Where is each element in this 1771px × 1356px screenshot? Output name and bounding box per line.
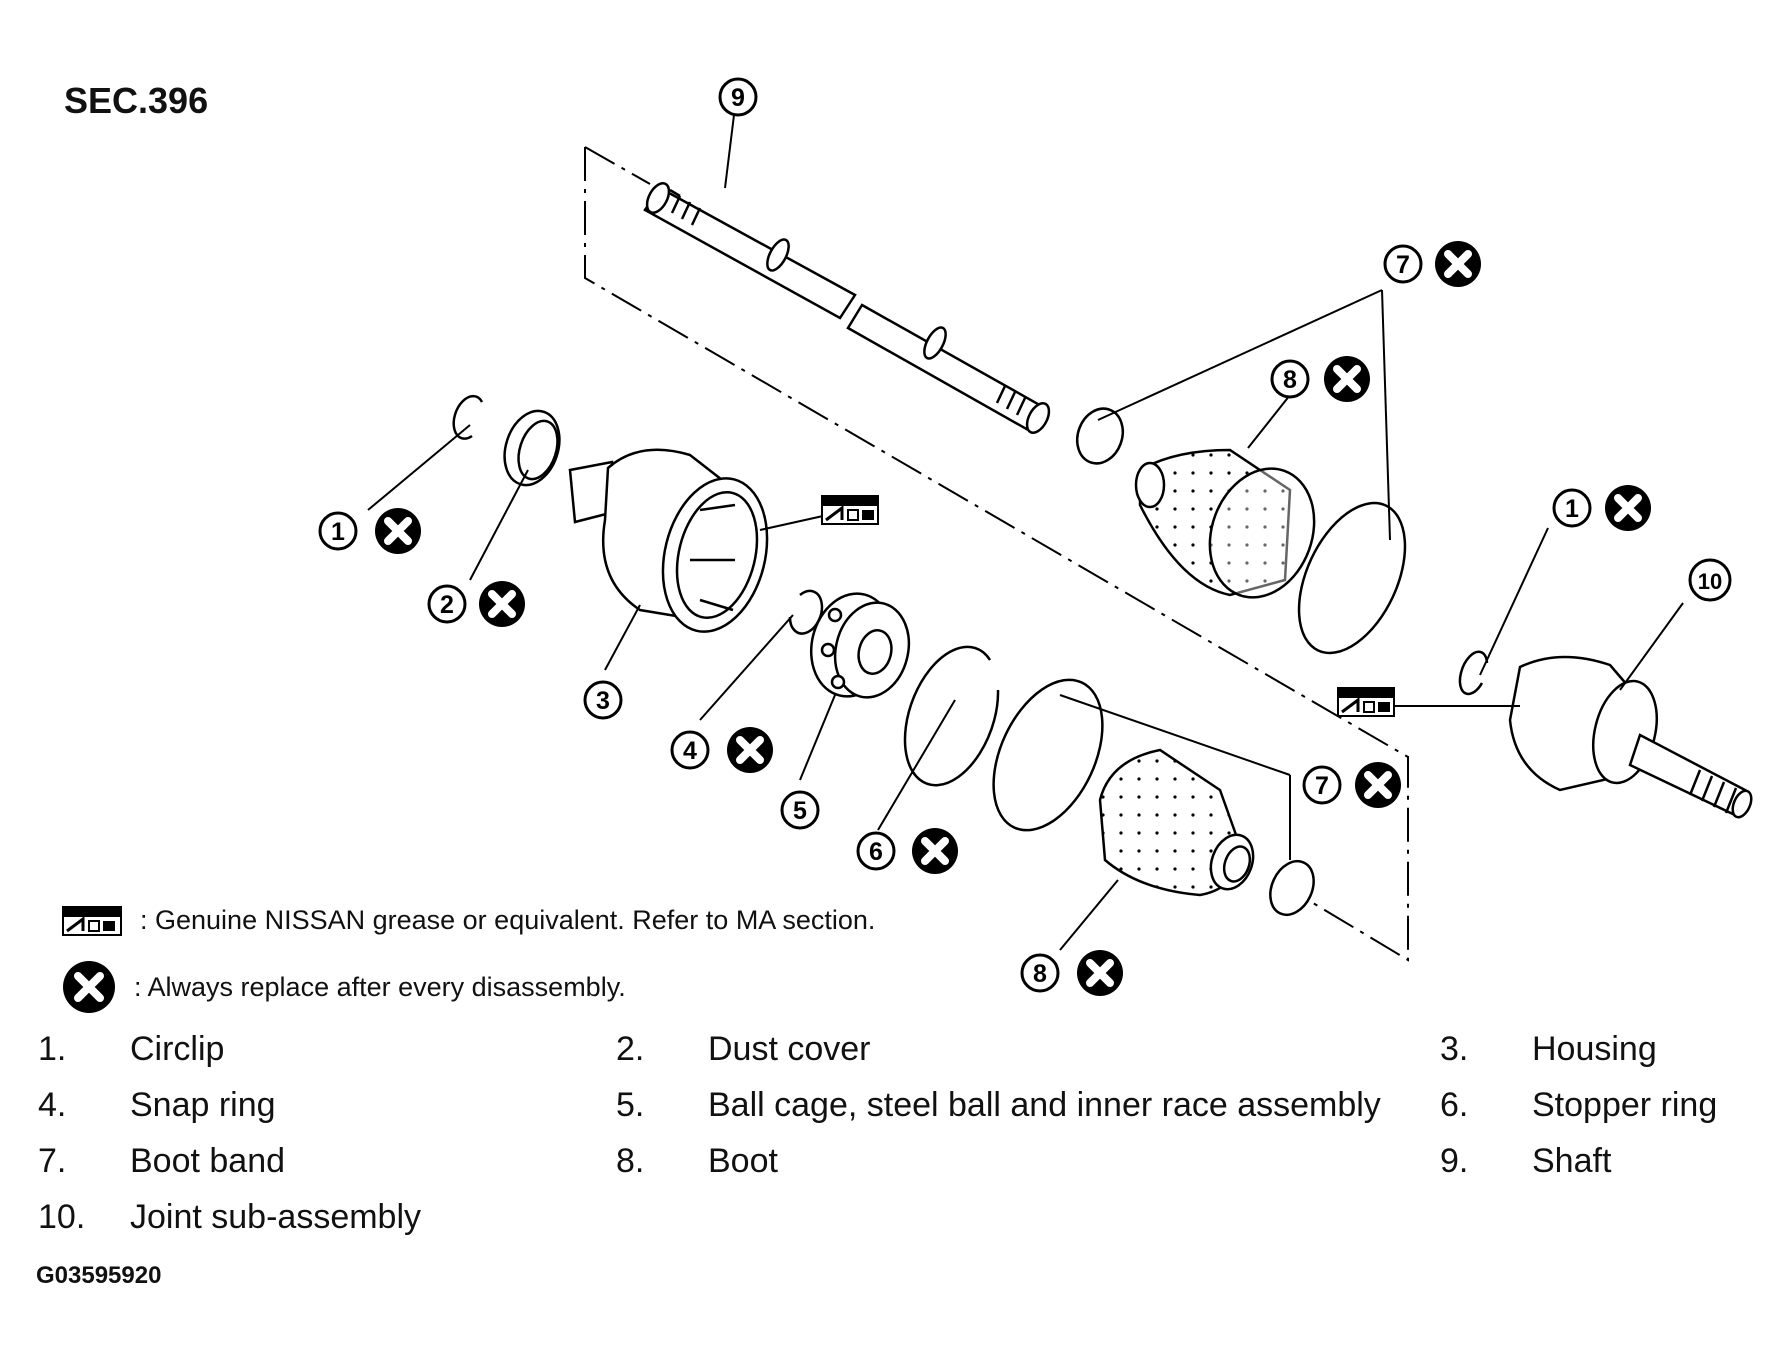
boot-lower [1098,748,1255,897]
callout-9: 9 [718,77,758,117]
replace-x-icon [1605,485,1651,531]
legend-grease-text: : Genuine NISSAN grease or equivalent. R… [140,905,876,935]
svg-text:7: 7 [1315,772,1329,800]
housing [568,448,769,633]
callout-6: 6 [856,828,958,874]
svg-text:8: 8 [1033,960,1047,988]
svg-text:3: 3 [596,687,610,715]
svg-text:10: 10 [1698,569,1722,594]
callout-7-bottom: 7 [1302,762,1401,808]
callout-4: 4 [670,727,773,773]
grease-symbol [1336,686,1396,718]
replace-x-icon [479,581,525,627]
part-item: 5.Ball cage, steel ball and inner race a… [616,1086,1381,1124]
stopper-ring [903,645,1000,787]
replace-x-icon [912,828,958,874]
svg-text:5: 5 [793,797,807,825]
svg-text:1: 1 [1565,495,1579,523]
part-item: 8.Boot [616,1142,778,1180]
assembly-boundary [584,146,1409,962]
callout-5: 5 [780,790,820,830]
legend-replace-text: : Always replace after every disassembly… [134,971,626,1002]
grease-icon [62,905,122,936]
replace-x-icon [1324,356,1370,402]
leader-lines [367,114,1684,951]
replace-x-icon [1355,762,1401,808]
callout-8-bottom: 8 [1020,950,1123,996]
replace-x-icon [1077,950,1123,996]
svg-text:7: 7 [1396,251,1410,279]
svg-text:8: 8 [1283,366,1297,394]
circlip-left [452,394,484,440]
grease-symbol [820,494,880,526]
section-title: SEC.396 [64,80,209,121]
boot-upper [1134,448,1316,599]
boot-bands [992,407,1407,916]
dust-cover [503,409,561,487]
callout-7-top: 7 [1383,241,1481,287]
legend-replace: : Always replace after every disassembly… [62,960,626,1014]
replace-x-icon [1435,241,1481,287]
legend-grease: : Genuine NISSAN grease or equivalent. R… [62,905,875,936]
part-item: 4.Snap ring [38,1086,276,1124]
callout-1-right: 1 [1552,485,1651,531]
callout-10: 10 [1688,558,1732,602]
part-item: 1.Circlip [38,1030,225,1068]
part-item: 6.Stopper ring [1440,1086,1718,1124]
part-item: 9.Shaft [1440,1142,1612,1180]
callout-3: 3 [583,680,623,720]
part-item: 3.Housing [1440,1030,1657,1068]
ball-cage [809,592,911,699]
svg-text:1: 1 [331,518,345,546]
shaft [643,182,1051,434]
replace-x-icon [375,508,421,554]
svg-text:4: 4 [683,737,697,765]
figure-code: G03595920 [36,1262,162,1289]
svg-text:9: 9 [731,84,745,112]
callout-2: 2 [427,581,525,627]
part-item: 10.Joint sub-assembly [38,1198,422,1236]
part-item: 2.Dust cover [616,1030,871,1068]
callout-1-left: 1 [318,508,421,554]
callout-8-top: 8 [1270,356,1370,402]
joint-sub-assembly [1458,650,1753,819]
svg-text:6: 6 [869,838,883,866]
replace-x-icon [63,961,115,1013]
part-item: 7.Boot band [38,1142,286,1180]
svg-text:2: 2 [440,591,454,619]
replace-x-icon [727,727,773,773]
